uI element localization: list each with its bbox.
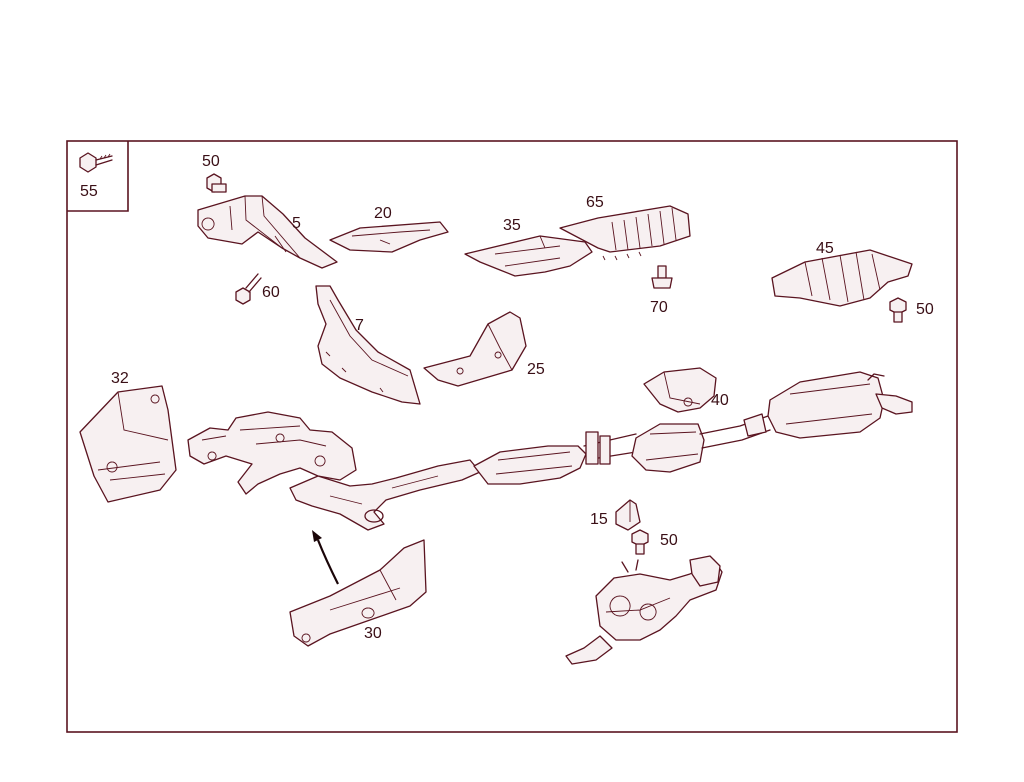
inset-box bbox=[67, 141, 129, 212]
exhaust-manifold bbox=[187, 411, 357, 495]
callout-20: 20 bbox=[374, 205, 392, 222]
callout-5: 5 bbox=[292, 215, 301, 232]
heat-shield-32 bbox=[79, 385, 177, 503]
transmission-assembly bbox=[565, 555, 723, 665]
callout-7: 7 bbox=[355, 317, 364, 334]
middle-resonator bbox=[631, 423, 705, 473]
callout-55: 55 bbox=[80, 183, 98, 200]
nut-50-mid-icon bbox=[631, 529, 649, 555]
callout-15: 15 bbox=[590, 511, 608, 528]
heat-shield-65 bbox=[559, 205, 691, 261]
callout-45: 45 bbox=[816, 240, 834, 257]
callout-65: 65 bbox=[586, 194, 604, 211]
callout-35: 35 bbox=[503, 217, 521, 234]
heat-shield-45 bbox=[771, 249, 913, 307]
heat-shield-30 bbox=[289, 539, 427, 647]
nut-50-right-icon bbox=[889, 297, 907, 323]
heat-shield-40 bbox=[643, 367, 717, 413]
callout-32: 32 bbox=[111, 370, 129, 387]
callout-50-right: 50 bbox=[916, 301, 934, 318]
intermediate-pipe bbox=[583, 431, 637, 465]
front-pipe bbox=[289, 459, 481, 531]
callout-60: 60 bbox=[262, 284, 280, 301]
catalytic-converter bbox=[473, 445, 587, 485]
callout-25: 25 bbox=[527, 361, 545, 378]
stud-70-icon bbox=[651, 265, 673, 289]
heat-shield-7 bbox=[315, 285, 421, 405]
heat-shield-25 bbox=[423, 311, 527, 387]
callout-50-mid: 50 bbox=[660, 532, 678, 549]
reference-arrow-icon bbox=[312, 530, 339, 585]
callout-50-top: 50 bbox=[202, 153, 220, 170]
heat-shield-20 bbox=[329, 221, 449, 253]
screw-55-icon bbox=[79, 152, 113, 173]
rear-pipe bbox=[699, 413, 771, 449]
screw-60-icon bbox=[235, 273, 262, 305]
bracket-15 bbox=[615, 499, 641, 531]
bolt-50-top-icon bbox=[206, 173, 227, 193]
callout-30: 30 bbox=[364, 625, 382, 642]
callout-70: 70 bbox=[650, 299, 668, 316]
callout-40: 40 bbox=[711, 392, 729, 409]
heat-shield-5 bbox=[197, 195, 338, 269]
rear-muffler bbox=[767, 371, 913, 439]
heat-shield-35 bbox=[464, 235, 593, 277]
diagram-frame bbox=[66, 140, 958, 733]
